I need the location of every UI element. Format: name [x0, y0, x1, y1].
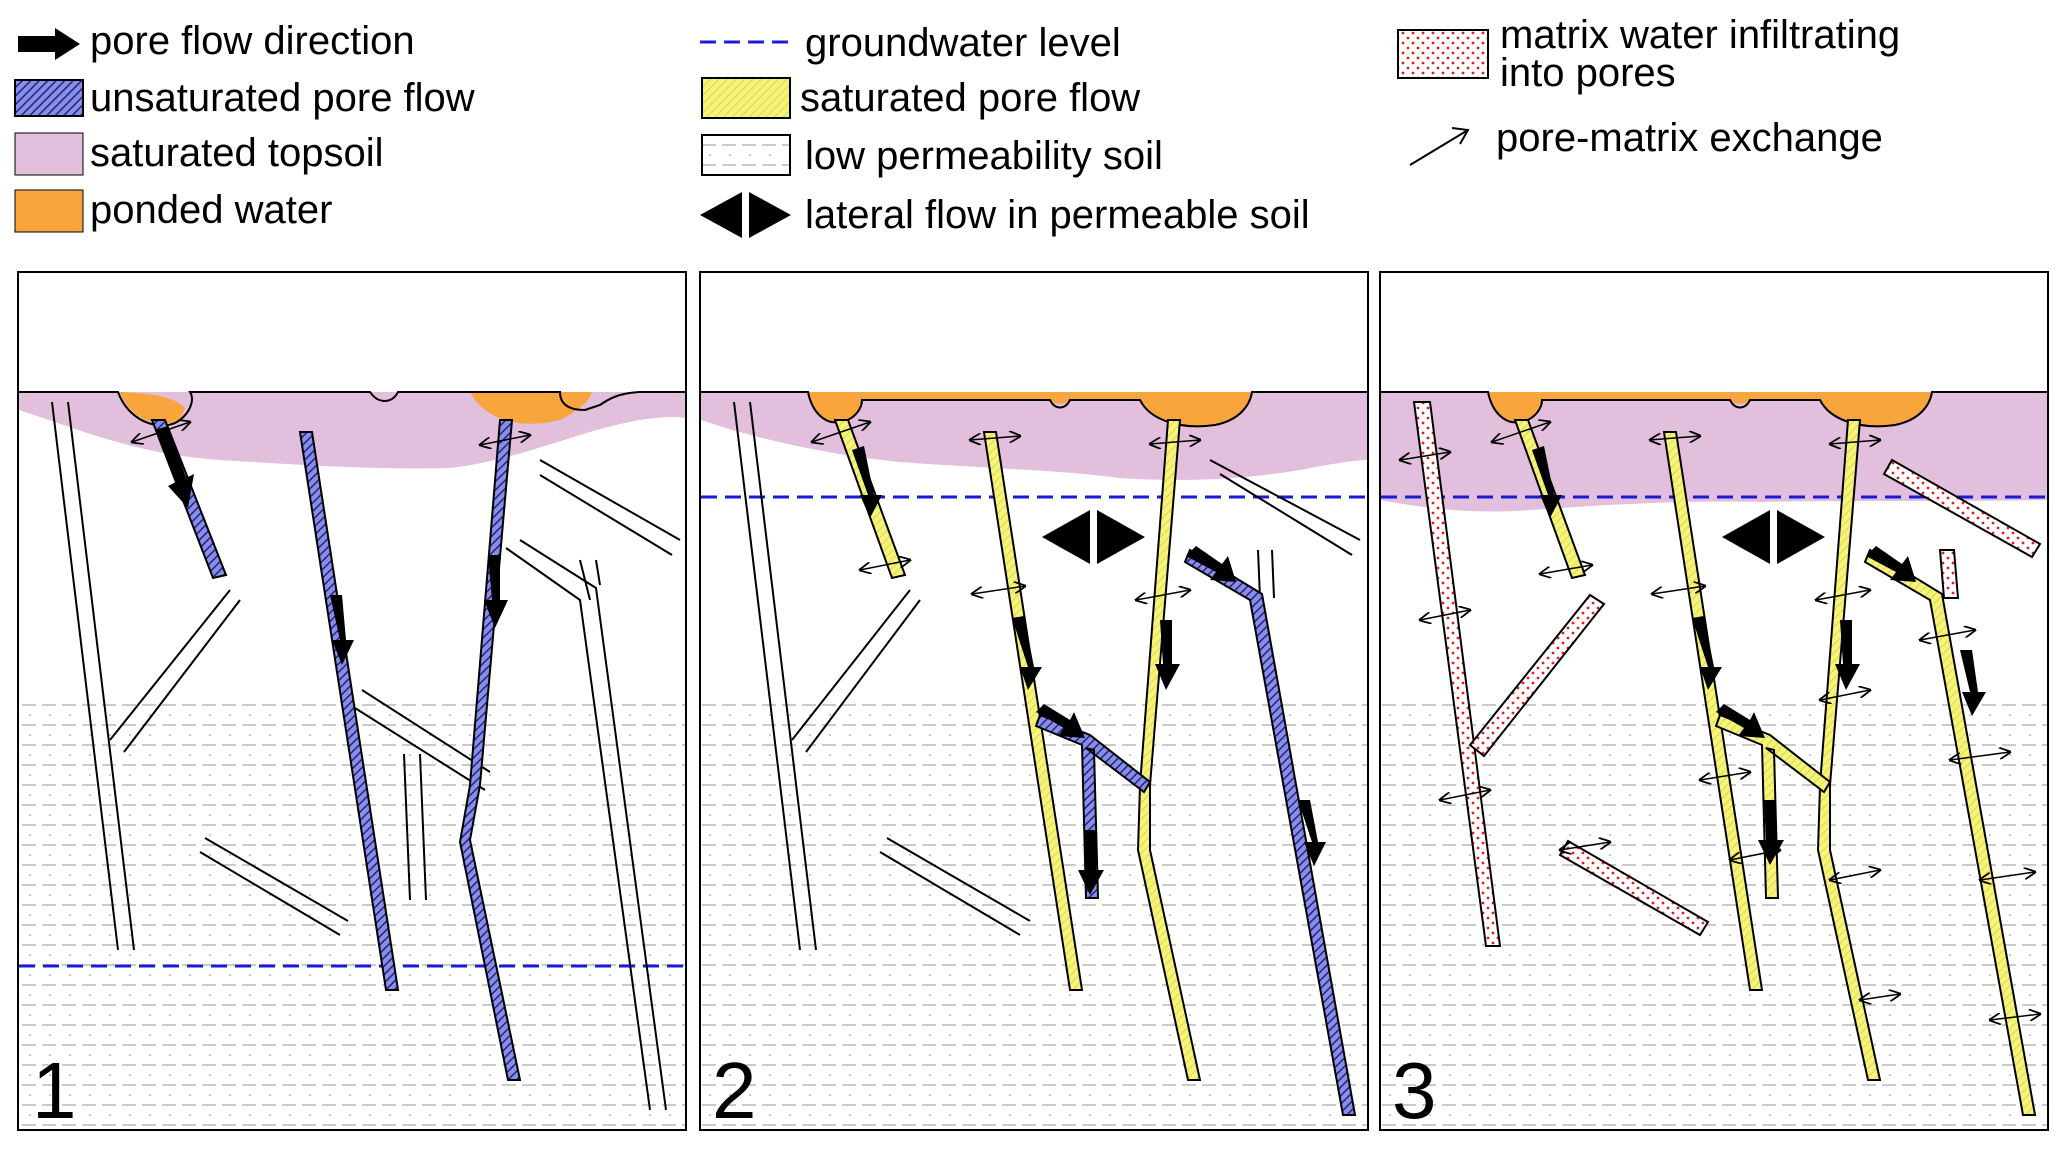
exchange-arrows-1 [132, 422, 530, 445]
legend-item-pore-matrix-exchange: pore-matrix exchange [1409, 116, 1883, 166]
legend-item-low-permeability-soil: low permeability soil [701, 134, 1163, 178]
legend-label-matrix-infiltrating-line2: into pores [1500, 51, 1676, 95]
exchange-arrows-3 [1400, 422, 2040, 1020]
panel-2: 2 [699, 271, 1369, 1135]
legend-item-lateral-flow: lateral flow in permeable soil [700, 192, 1310, 238]
legend-label-pore-matrix-exchange: pore-matrix exchange [1496, 116, 1883, 160]
flow-arrows-1 [155, 426, 508, 665]
flow-arrows-3 [1532, 446, 1986, 865]
panel-number-1: 1 [32, 1046, 77, 1135]
legend-item-unsaturated-pore-flow: unsaturated pore flow [14, 76, 475, 120]
lateral-flow-icon-3 [1722, 510, 1825, 564]
legend-label-low-permeability-soil: low permeability soil [805, 134, 1163, 178]
flow-arrows-2 [852, 446, 1326, 895]
pond-1a [120, 392, 185, 424]
legend-label-ponded-water: ponded water [90, 188, 332, 232]
legend-label-saturated-pore-flow: saturated pore flow [800, 76, 1140, 120]
empty-pores-1 [51, 401, 681, 1111]
panel-3: 3 [1379, 271, 2049, 1135]
matrix-infiltration-pores-3 [1412, 401, 2042, 947]
legend-item-saturated-pore-flow: saturated pore flow [701, 76, 1140, 120]
panel-number-3: 3 [1392, 1046, 1437, 1135]
lateral-flow-icon-2 [1042, 510, 1145, 564]
legend-label-unsaturated-pore-flow: unsaturated pore flow [90, 76, 475, 120]
legend-label-pore-flow-direction: pore flow direction [90, 19, 415, 63]
panel-number-2: 2 [712, 1046, 757, 1135]
legend-item-matrix-infiltrating: matrix water infiltrating into pores [1397, 13, 1900, 95]
unsaturated-swatch-icon [14, 79, 84, 117]
empty-pores-2 [733, 401, 1361, 951]
legend-item-ponded-water: ponded water [14, 188, 332, 233]
legend-label-matrix-infiltrating-line1: matrix water infiltrating [1500, 13, 1900, 57]
legend-item-pore-flow-direction: pore flow direction [18, 19, 415, 63]
legend: pore flow direction unsaturated pore flo… [14, 13, 1900, 238]
exchange-arrow-icon [1409, 127, 1470, 166]
matrix-infiltration-swatch-icon [1397, 29, 1489, 79]
ponded-swatch-icon [14, 189, 84, 233]
lateral-flow-double-arrow-icon [700, 192, 791, 238]
unsaturated-pores-2 [1034, 548, 1357, 1116]
legend-label-groundwater-level: groundwater level [805, 21, 1121, 65]
panel-1: 1 [17, 271, 687, 1135]
exchange-arrows-2 [812, 422, 1200, 600]
legend-item-saturated-topsoil: saturated topsoil [14, 131, 384, 176]
saturated-swatch-icon [701, 77, 791, 119]
legend-label-lateral-flow: lateral flow in permeable soil [805, 193, 1310, 237]
legend-item-groundwater-level: groundwater level [700, 21, 1121, 65]
low-perm-layer-2 [701, 700, 1367, 1129]
topsoil-swatch-icon [14, 132, 84, 176]
legend-label-saturated-topsoil: saturated topsoil [90, 131, 384, 175]
pore-flow-arrow-icon [18, 28, 80, 60]
low-perm-swatch-icon [701, 134, 791, 176]
